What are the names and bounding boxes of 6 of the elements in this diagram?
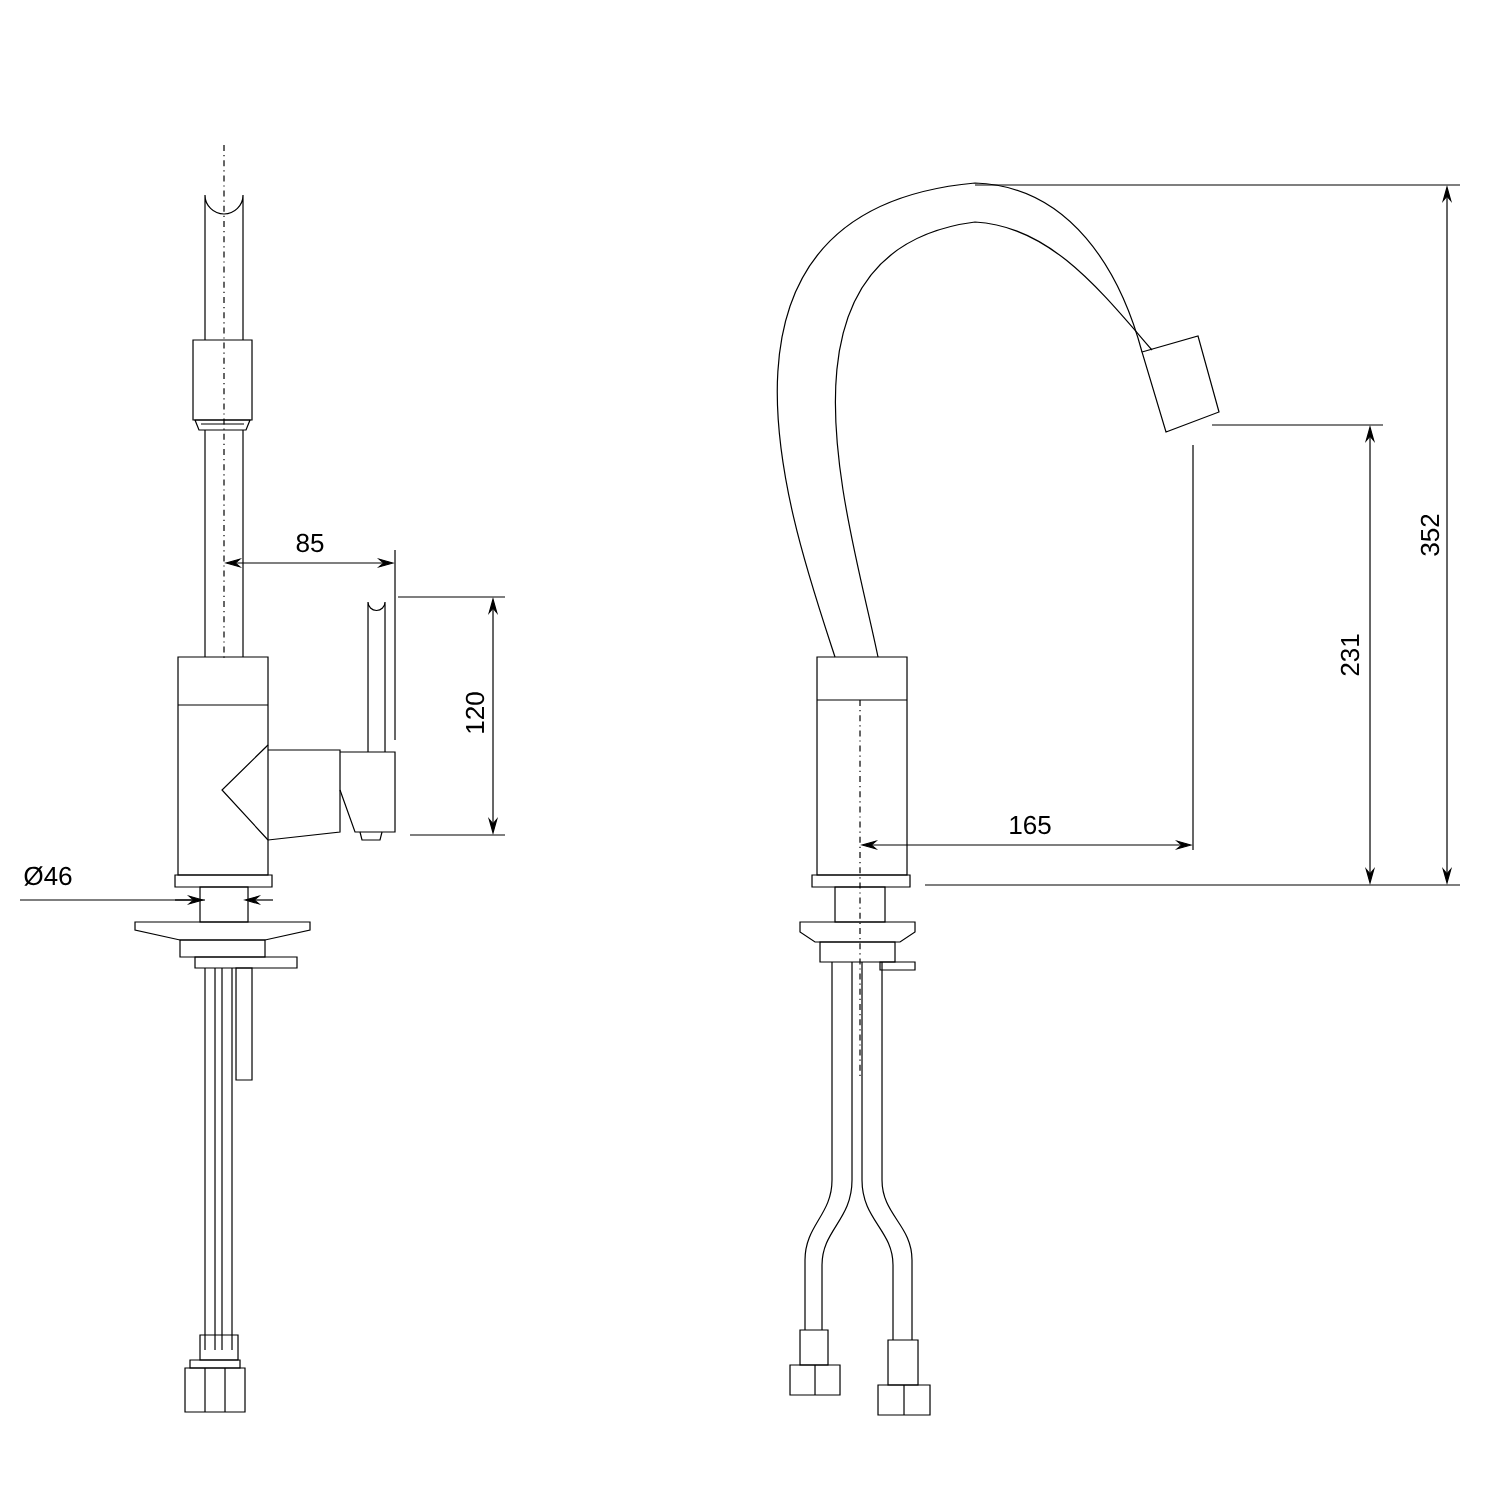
dimension-label: 85 <box>296 533 324 553</box>
dimension-label: 165 <box>1010 815 1051 835</box>
dimension-label: Ø46 <box>24 866 72 886</box>
dimension-label: 120 <box>465 692 485 733</box>
dimension-label: 231 <box>1340 634 1360 676</box>
dimension-label: 352 <box>1420 514 1440 556</box>
